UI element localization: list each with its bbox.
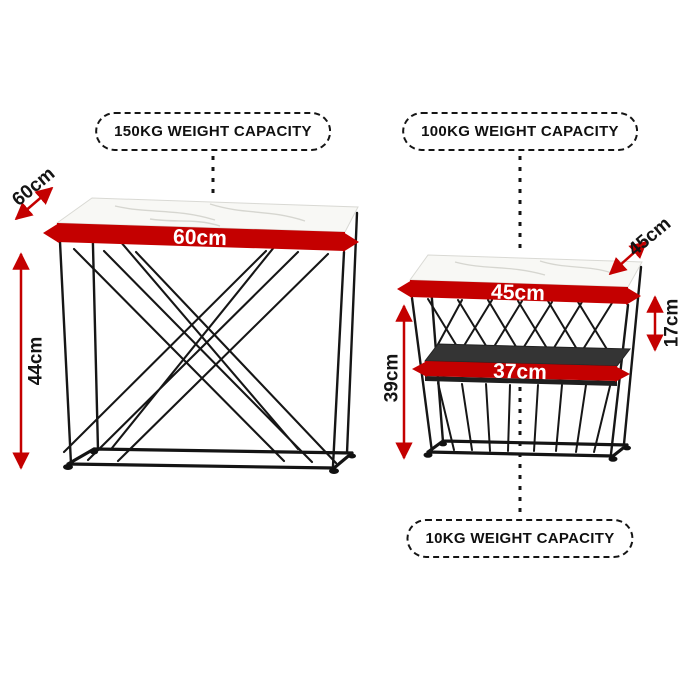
coffee-table-depth-line (14, 186, 54, 221)
shelf-band (425, 361, 617, 381)
side-width-band-arrow-right (626, 287, 641, 305)
side-table-height-label: 39cm (382, 354, 403, 403)
coffee-table-frame-legs (58, 204, 359, 468)
coffee-table-wire-strands-right (72, 211, 338, 465)
dimension-annotations (12, 186, 664, 470)
width-band-arrow-left (43, 223, 59, 243)
side-table-capacity-badge: 100KG WEIGHT CAPACITY (402, 112, 638, 151)
side-table-width-label: 45cm (491, 281, 545, 306)
coffee-table-capacity-label: 150KG WEIGHT CAPACITY (114, 123, 312, 140)
coffee-table-foot (348, 453, 356, 459)
side-table-gap-label: 17cm (662, 299, 683, 348)
coffee-table-width-label: 60cm (173, 226, 227, 251)
coffee-table-foot (90, 449, 98, 455)
badge-connectors (211, 156, 522, 515)
shelf-capacity-label: 10KG WEIGHT CAPACITY (425, 530, 615, 547)
shelf-band-arrow-left (412, 361, 427, 377)
coffee-table-width-dimension: 60cm (43, 223, 359, 252)
coffee-table-foot (329, 468, 339, 474)
side-width-band (410, 280, 628, 304)
side-table-shelf-width-label: 37cm (493, 360, 547, 384)
side-table-illustration: 37cm 45cm (397, 254, 643, 462)
side-table-base-frame (426, 439, 629, 458)
side-table-shelf-edge (425, 376, 617, 386)
side-table-foot (608, 456, 618, 462)
width-band (57, 223, 345, 251)
width-band-arrow-right (343, 232, 359, 252)
side-table-width-dimension: 45cm (397, 280, 641, 305)
coffee-table-illustration: 60cm (43, 197, 359, 474)
coffee-table-height-label: 44cm (26, 337, 47, 386)
side-table-foot (623, 445, 631, 451)
coffee-table-capacity-badge: 150KG WEIGHT CAPACITY (95, 112, 331, 151)
side-table-shelf-width-dimension: 37cm (412, 360, 630, 384)
side-table-depth-line (608, 240, 648, 276)
side-table-lower-wires-left (533, 384, 611, 453)
side-table-upper-wires-left (435, 299, 613, 352)
side-table-depth-label: 45cm (624, 213, 675, 260)
side-table-lower-wires-right (437, 382, 511, 452)
side-width-band-arrow-left (397, 280, 412, 298)
shelf-capacity-badge: 10KG WEIGHT CAPACITY (406, 519, 634, 558)
shelf-band-arrow-right (615, 366, 630, 382)
side-table-foot (439, 441, 447, 447)
side-table-marble-veins (454, 260, 613, 276)
coffee-table-marble-veins (114, 203, 306, 227)
coffee-table-base-frame (66, 447, 354, 470)
coffee-table-foot (63, 464, 73, 470)
side-table-capacity-label: 100KG WEIGHT CAPACITY (421, 123, 619, 140)
side-table-upper-wires-right (427, 298, 609, 352)
coffee-table-wire-strands-left (62, 213, 330, 463)
side-table-foot (423, 452, 433, 458)
